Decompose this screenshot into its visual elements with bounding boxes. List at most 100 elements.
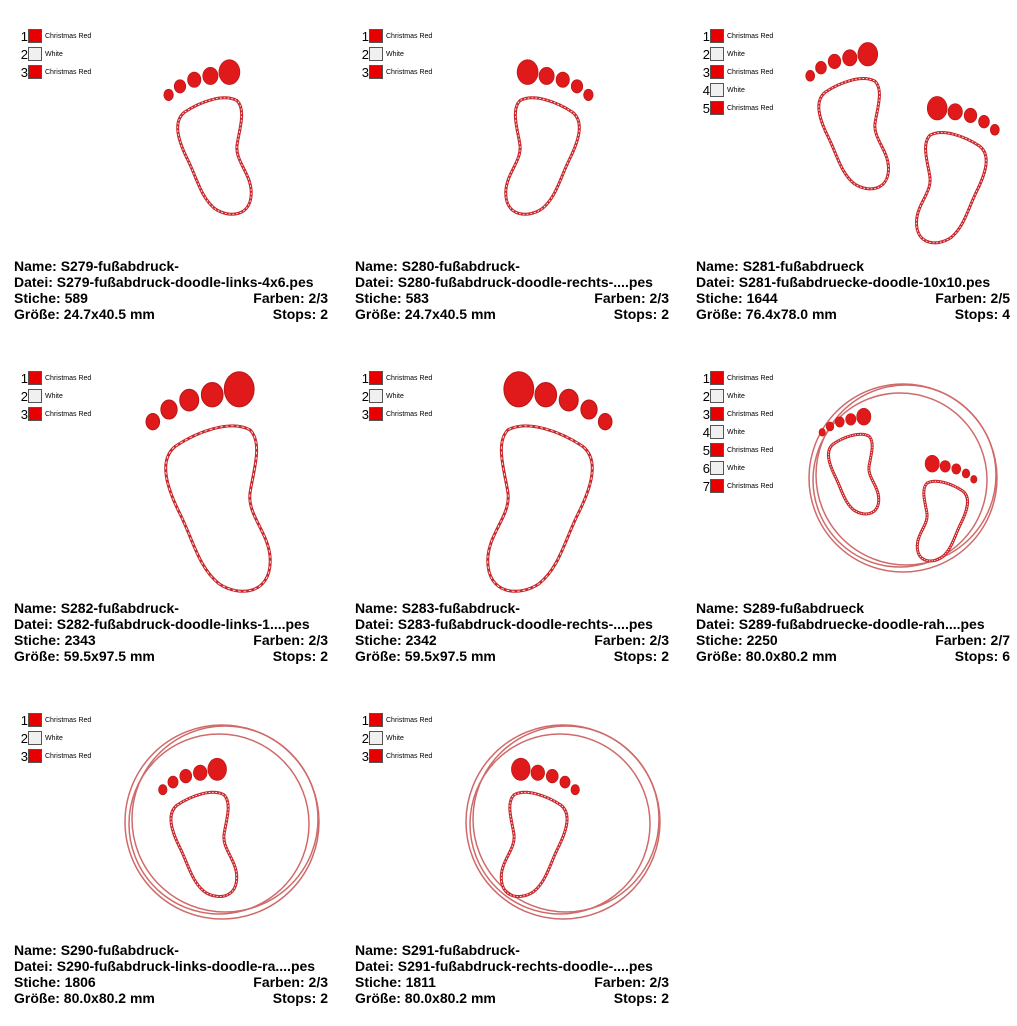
toe-mark (834, 416, 845, 428)
color-count: 2/3 (308, 974, 328, 990)
label-size: Größe: (14, 306, 60, 322)
thread-name: White (386, 734, 404, 742)
label-name: Name: (14, 942, 57, 958)
thread-name: Christmas Red (45, 752, 92, 760)
toe-mark (947, 103, 963, 121)
label-stitches: Stiche: (355, 290, 402, 306)
sole-outline (914, 131, 988, 245)
stop-count: 2 (320, 990, 328, 1006)
thread-swatch (710, 47, 724, 61)
color-count: 2/5 (990, 290, 1010, 306)
label-stops: Stops: (613, 306, 658, 322)
color-count: 2/7 (990, 632, 1010, 648)
design-name: S289-fußabdrueck (742, 600, 865, 616)
thread-number: 1 (20, 712, 28, 728)
stitch-count: 2343 (64, 632, 96, 648)
frame-ring (469, 733, 651, 915)
footprint-icon (915, 454, 978, 563)
toe-mark (145, 413, 161, 431)
label-name: Name: (355, 600, 398, 616)
toe-mark (545, 768, 559, 784)
thread-swatch (710, 479, 724, 493)
frame-ring (128, 733, 310, 915)
design-file: S279-fußabdruck-doodle-links-4x6.pes (56, 274, 314, 290)
thread-swatch (710, 389, 724, 403)
thread-name: Christmas Red (727, 482, 774, 490)
thread-name: Christmas Red (386, 374, 433, 382)
label-size: Größe: (696, 648, 742, 664)
sole-outline (164, 424, 272, 593)
label-name: Name: (696, 600, 739, 616)
design-preview (504, 59, 594, 216)
thread-number: 2 (20, 730, 28, 746)
thread-number: 2 (20, 46, 28, 62)
sole-stitch (500, 791, 568, 897)
label-size: Größe: (355, 990, 401, 1006)
thread-name: White (727, 50, 745, 58)
toe-mark (926, 96, 948, 121)
stitch-count: 1811 (405, 974, 436, 990)
stop-count: 2 (661, 306, 669, 322)
label-stitches: Stiche: (14, 974, 61, 990)
thread-swatch (710, 371, 724, 385)
thread-name: Christmas Red (45, 716, 92, 724)
label-stitches: Stiche: (14, 290, 61, 306)
design-info: Name: S290-fußabdruck- Datei: S290-fußab… (14, 942, 328, 1006)
thread-number: 3 (702, 64, 710, 80)
toe-mark (597, 413, 613, 431)
label-stops: Stops: (272, 648, 317, 664)
label-file: Datei: (355, 958, 394, 974)
thread-swatch (28, 713, 42, 727)
sole-stitch (170, 791, 238, 897)
sole-stitch (505, 97, 580, 215)
toe-mark (516, 59, 539, 85)
toe-mark (845, 413, 857, 426)
toe-mark (193, 764, 208, 781)
thread-swatch (28, 731, 42, 745)
sole-outline (499, 790, 569, 898)
thread-number: 3 (361, 406, 369, 422)
toe-mark (534, 382, 558, 408)
toe-mark (857, 42, 879, 67)
thread-swatch (369, 389, 383, 403)
toe-mark (961, 468, 971, 479)
design-file: S281-fußabdruecke-doodle-10x10.pes (738, 274, 991, 290)
label-stops: Stops: (272, 306, 317, 322)
thread-swatch (28, 749, 42, 763)
thread-name: Christmas Red (45, 410, 92, 418)
design-preview (808, 383, 998, 573)
design-preview (145, 371, 272, 593)
stop-count: 2 (661, 648, 669, 664)
thread-name: Christmas Red (45, 374, 92, 382)
thread-name: Christmas Red (727, 68, 774, 76)
toe-mark (570, 784, 580, 796)
thread-number: 1 (20, 370, 28, 386)
design-file: S291-fußabdruck-rechts-doodle-....pes (397, 958, 653, 974)
toe-mark (538, 66, 555, 85)
thread-name: Christmas Red (45, 32, 92, 40)
label-stitches: Stiche: (696, 290, 743, 306)
color-count: 2/3 (649, 974, 669, 990)
stop-count: 2 (320, 648, 328, 664)
frame-ring (124, 724, 320, 920)
label-file: Datei: (355, 274, 394, 290)
design-size: 59.5x97.5 mm (63, 648, 155, 664)
thread-swatch (710, 65, 724, 79)
toe-mark (559, 775, 571, 789)
design-name: S290-fußabdruck- (60, 942, 179, 958)
thread-swatch (369, 47, 383, 61)
